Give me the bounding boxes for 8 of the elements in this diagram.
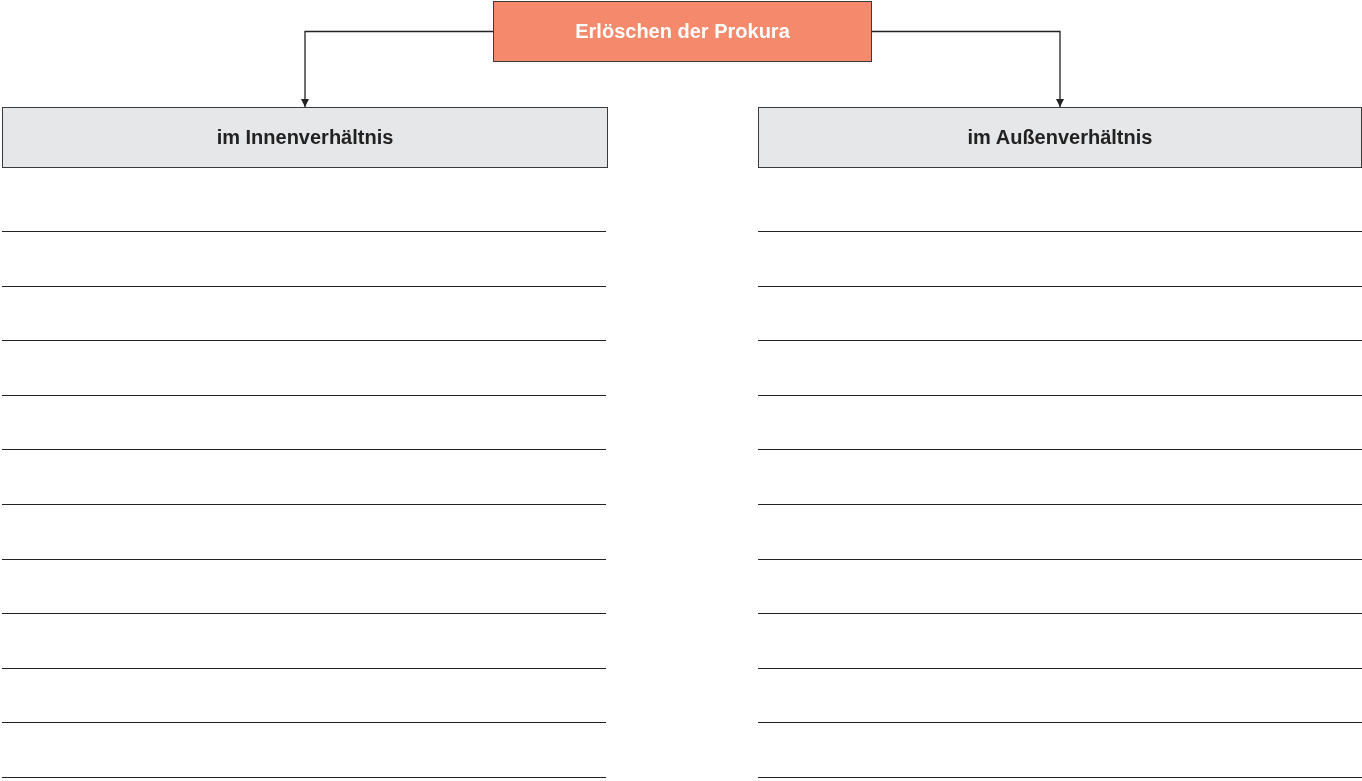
arrow xyxy=(301,30,494,108)
box-label: Erlöschen der Prokura xyxy=(575,20,790,43)
box-label: im Innenverhältnis xyxy=(216,126,394,149)
category-box xyxy=(2,107,608,168)
arrow xyxy=(871,30,1064,108)
category-box xyxy=(758,107,1362,168)
box-label: im Außenverhältnis xyxy=(967,126,1153,149)
title-box xyxy=(493,1,872,62)
